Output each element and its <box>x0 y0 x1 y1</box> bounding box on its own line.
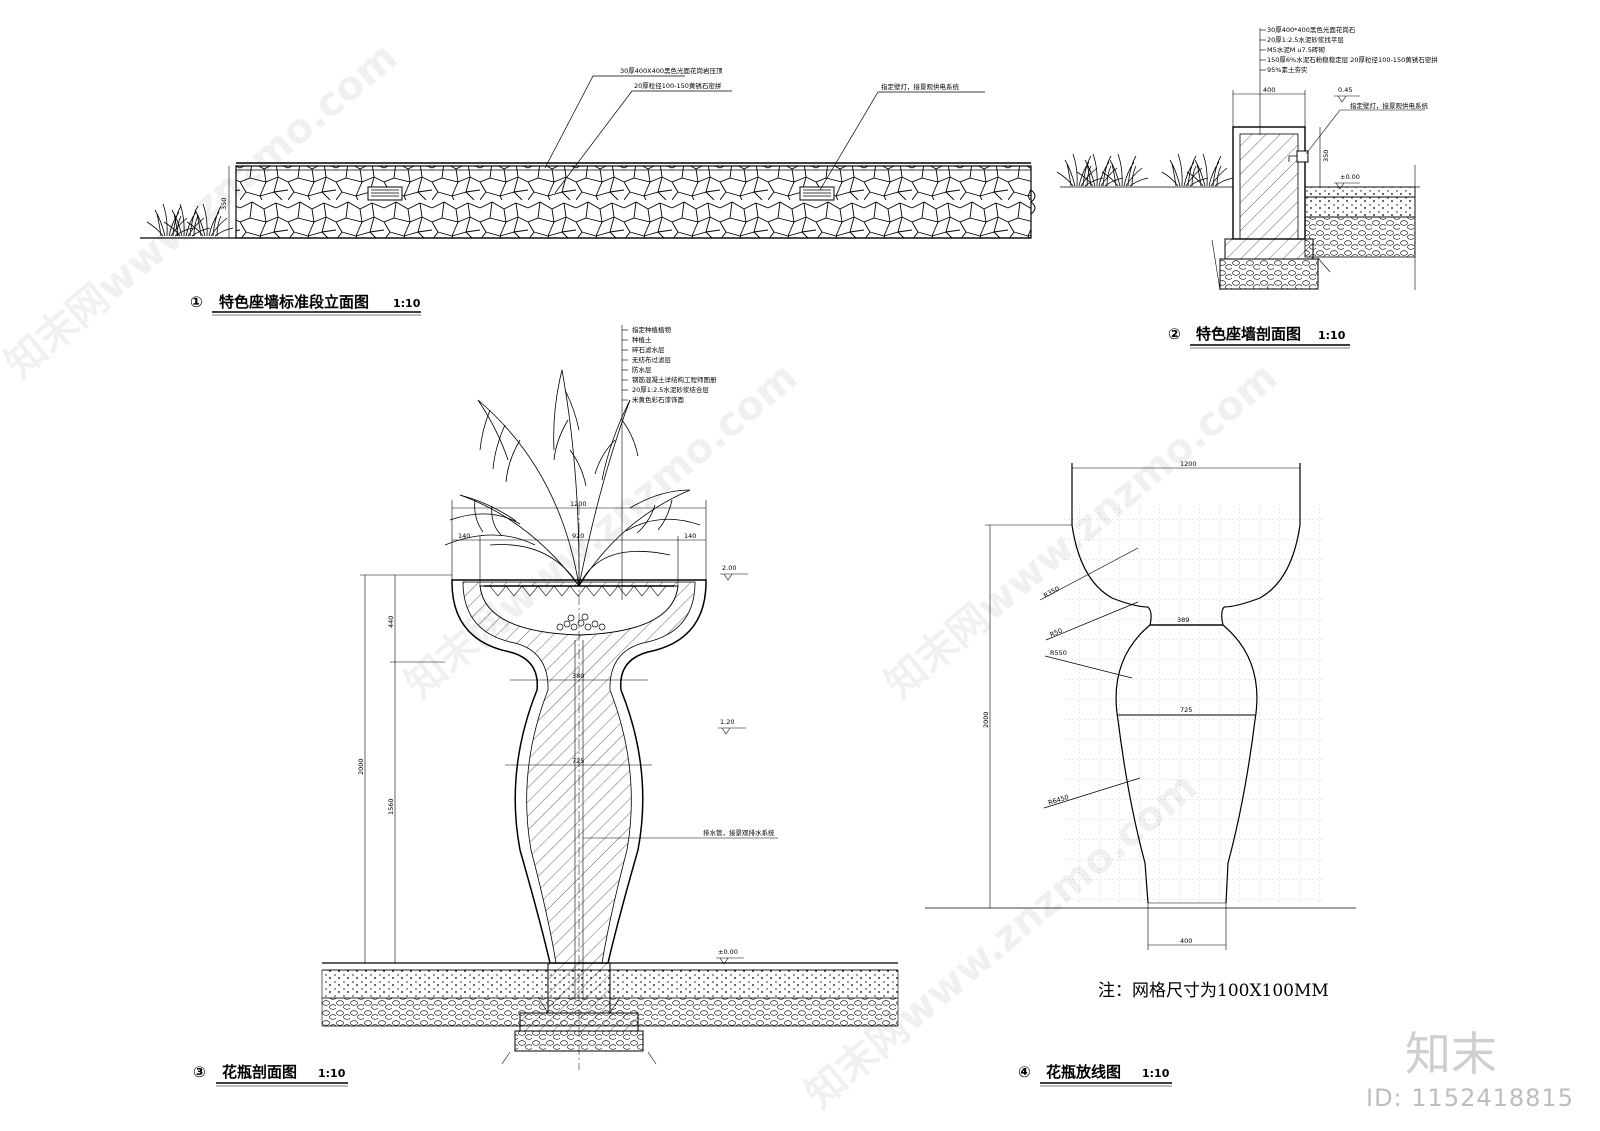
d2-layer-1: 30厚400*400黑色光面花岗石 <box>1267 25 1356 34</box>
d1-ann-stone: 20厚粒径100-150黄锈石密拼 <box>634 81 722 90</box>
d2-lamp-note: 指定壁灯，接景观供电系统 <box>1350 101 1429 110</box>
d1-ann-lamp: 指定壁灯，接景观供电系统 <box>881 82 960 91</box>
d3-dim-140-left: 140 <box>458 532 470 540</box>
d1-title: 特色座墙标准段立面图 <box>219 293 369 311</box>
d3-level-top: 2.00 <box>722 564 736 572</box>
d3-layer-4: 无纺布过滤层 <box>632 355 672 364</box>
d2-title: 特色座墙剖面图 <box>1196 325 1301 343</box>
d1-scale: 1:10 <box>393 297 421 310</box>
vase-plant <box>444 369 701 587</box>
d2-layer-4: 150厚6%水泥石粉稳稳定层 20厚粒径100-150黄锈石密拼 <box>1267 55 1438 64</box>
watermark-id: ID: 1152418815 <box>1366 1084 1574 1112</box>
d2-dim-width: 400 <box>1263 86 1275 94</box>
d2-dim-height: 350 <box>1322 150 1330 162</box>
d1-number: ① <box>190 293 203 311</box>
d4-radius-50: R50 <box>1049 627 1064 639</box>
d3-level-ground: ±0.00 <box>718 948 738 956</box>
d3-layer-5: 防水层 <box>632 365 652 374</box>
d2-level-ground: ±0.00 <box>1340 173 1360 181</box>
d2-layer-5: 95%素土夯实 <box>1267 65 1308 74</box>
watermark-logo: 知末 <box>1405 1027 1497 1081</box>
d2-level-top: 0.45 <box>1338 86 1352 94</box>
d3-dim-920: 920 <box>572 532 584 540</box>
d3-dim-725: 725 <box>572 757 584 765</box>
d3-dim-140-right: 140 <box>684 532 696 540</box>
d3-title: 花瓶剖面图 <box>222 1063 297 1081</box>
d3-dim-1560: 1560 <box>387 798 395 815</box>
d3-number: ③ <box>193 1063 206 1081</box>
d4-dim-400: 400 <box>1180 937 1192 945</box>
drawing-2-wall-section: 400 350 0.45 ±0.00 30厚400*400黑色光面花岗石 20厚… <box>1056 25 1438 349</box>
d3-dim-1200: 1200 <box>570 500 587 508</box>
d4-grid-note: 注：网格尺寸为100X100MM <box>1098 981 1329 1001</box>
d1-dim-height: 350 <box>220 198 228 210</box>
d3-layer-3: 碎石滤水层 <box>632 345 665 354</box>
d3-dim-440: 440 <box>387 616 395 628</box>
d2-layer-3: M5水泥M u7.5砖砌 <box>1267 45 1325 54</box>
d3-dim-2000: 2000 <box>357 758 365 775</box>
d3-layer-6: 钢筋混凝土详结构工程师图册 <box>632 375 717 384</box>
d3-layer-2: 种植土 <box>632 335 652 344</box>
drawing-4-vase-setting-out: 1200 389 725 400 2000 R350 R50 R550 R645… <box>925 460 1356 1087</box>
d4-dim-725: 725 <box>1180 706 1192 714</box>
d3-layer-1: 指定种植植物 <box>632 325 672 334</box>
d3-dim-380: 380 <box>572 672 584 680</box>
d2-scale: 1:10 <box>1318 329 1346 342</box>
d3-layer-7: 20厚1:2.5水泥砂浆结合层 <box>632 385 709 394</box>
d4-dim-2000: 2000 <box>982 711 990 728</box>
d3-layer-8: 米黄色彩石漆饰面 <box>632 395 685 404</box>
d2-number: ② <box>1168 325 1181 343</box>
d4-scale: 1:10 <box>1142 1067 1170 1080</box>
d4-dim-389: 389 <box>1177 616 1189 624</box>
d3-scale: 1:10 <box>318 1067 346 1080</box>
d3-level-mid: 1.20 <box>720 718 734 726</box>
d4-radius-550: R550 <box>1050 649 1067 657</box>
wall-lamp-1 <box>367 186 403 201</box>
d2-layer-2: 20厚1:2.5水泥砂浆找平层 <box>1267 35 1344 44</box>
watermark-diag-4: 知末网www.znzmo.com <box>797 764 1206 1118</box>
drawing-3-vase-section: 1200 140 920 140 440 2000 1560 380 725 排… <box>193 325 899 1087</box>
d1-ann-coping: 30厚400X400黑色光面花岗岩压顶 <box>620 66 723 75</box>
d4-dim-1200: 1200 <box>1180 460 1197 468</box>
drawing-1-wall-elevation: 350 30厚400X400黑色光面花岗岩压顶 20厚粒径100-150黄锈石密… <box>140 66 1036 316</box>
d3-drain-note: 排水管，接景观排水系统 <box>703 828 775 837</box>
wall-lamp-2 <box>799 186 835 201</box>
d4-number: ④ <box>1018 1063 1031 1081</box>
d4-title: 花瓶放线图 <box>1046 1063 1121 1081</box>
